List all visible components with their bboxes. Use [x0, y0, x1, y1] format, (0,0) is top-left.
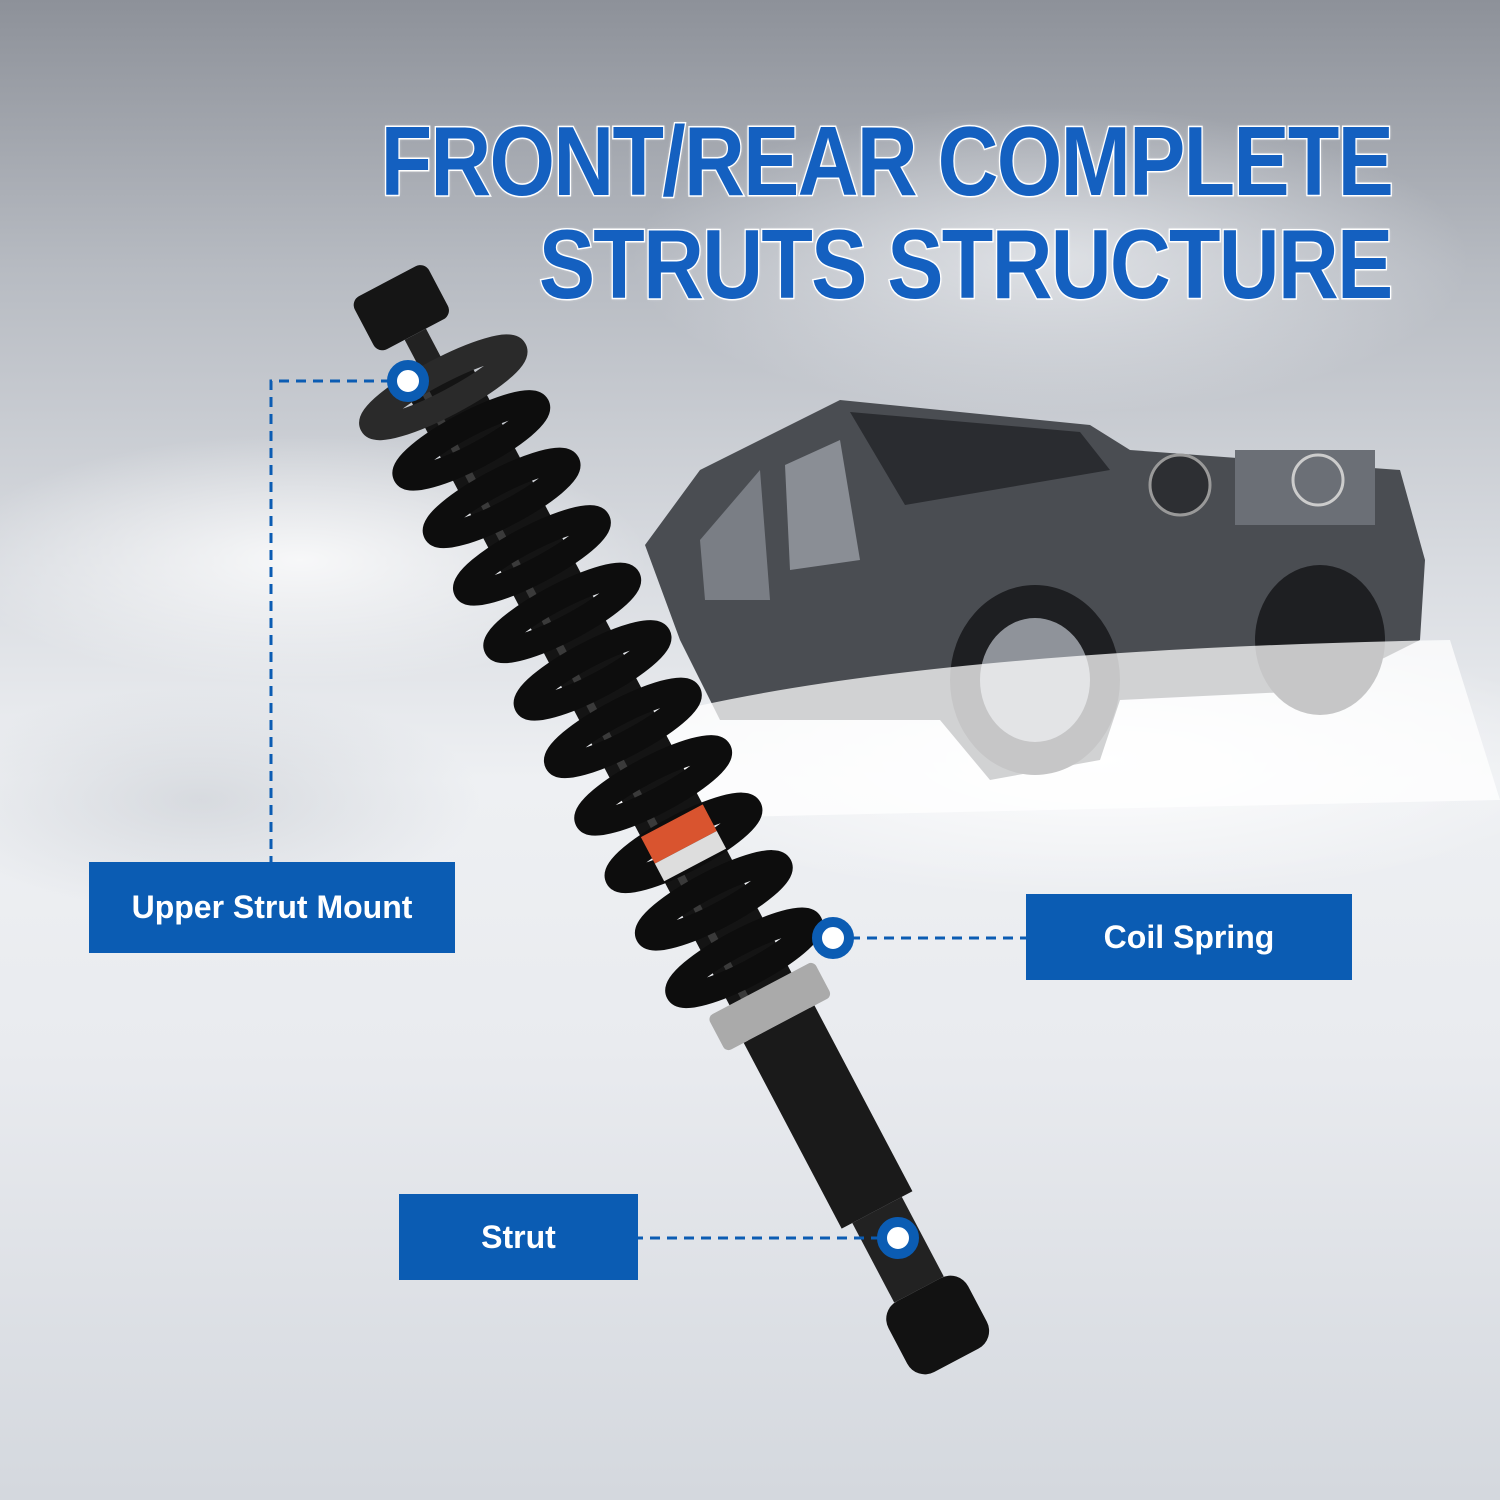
upper-mount-marker-icon	[387, 360, 429, 402]
coil-spring-marker-icon	[812, 917, 854, 959]
strut-assembly-image	[353, 265, 990, 1375]
coil-spring-label: Coil Spring	[1026, 894, 1352, 980]
upper-strut-mount-label: Upper Strut Mount	[89, 862, 455, 953]
warning-label	[640, 804, 717, 864]
suv-image	[600, 400, 1500, 820]
title-line-1: FRONT/REAR COMPLETE	[379, 106, 1395, 216]
strut-label: Strut	[399, 1194, 638, 1280]
strut-marker-icon	[877, 1217, 919, 1259]
callout-lines	[269, 379, 1026, 1240]
title-line-2: STRUTS STRUCTURE	[538, 209, 1395, 319]
callout-dots	[387, 360, 919, 1259]
